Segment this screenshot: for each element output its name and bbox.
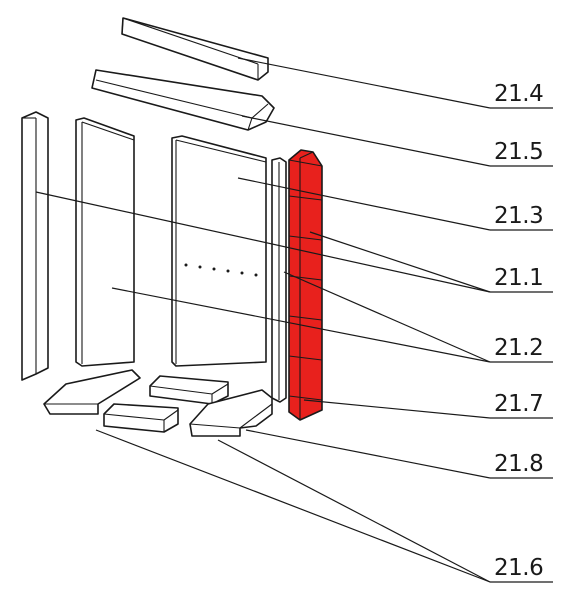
part-21-6-floor-brick-left: [43, 369, 141, 415]
label-21-3: 21.3: [494, 203, 543, 229]
label-21-8: 21.8: [494, 451, 543, 477]
label-21-2: 21.2: [494, 335, 543, 361]
part-21-5-upper-brick: [91, 69, 275, 131]
part-21-2-left-panel: [75, 117, 135, 367]
part-21-3-side-strip: [271, 157, 287, 403]
label-21-5: 21.5: [494, 139, 543, 165]
part-floor-brick-back: [149, 375, 229, 405]
part-21-8-floor-brick-right: [189, 389, 273, 437]
part-21-6-floor-brick-middle: [103, 403, 179, 433]
part-labels: 21.4 21.5 21.3 21.1 21.2 21.7 21.8 21.6: [490, 81, 553, 583]
part-left-side-brick: [21, 111, 49, 381]
leader-lines: [35, 57, 491, 583]
label-21-6: 21.6: [494, 555, 543, 581]
label-21-7: 21.7: [494, 391, 543, 417]
part-21-1-center-panel: [171, 135, 267, 367]
label-21-4: 21.4: [494, 81, 543, 107]
part-21-7-highlighted-brick: [288, 149, 323, 421]
part-21-4-top-brick: [121, 17, 269, 81]
label-21-1: 21.1: [494, 265, 543, 291]
